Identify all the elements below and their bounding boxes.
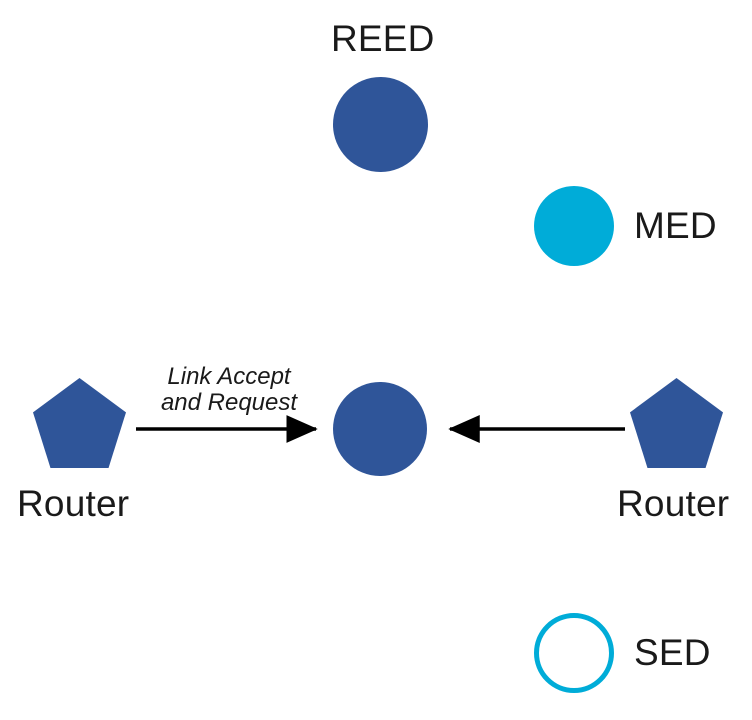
node-label-reed: REED xyxy=(331,18,435,59)
node-med[interactable] xyxy=(534,186,614,266)
edge-label-link-accept-and-request: Link Accept and Request xyxy=(160,363,298,416)
node-label-sed: SED xyxy=(634,632,711,673)
node-label-router-left: Router xyxy=(17,483,130,524)
node-router-right[interactable] xyxy=(630,378,723,468)
node-leader[interactable] xyxy=(333,382,427,476)
node-reed[interactable] xyxy=(333,77,428,172)
node-sed[interactable] xyxy=(534,613,614,693)
node-router-left[interactable] xyxy=(33,378,126,468)
node-label-router-right: Router xyxy=(617,483,730,524)
node-label-med: MED xyxy=(634,205,717,246)
